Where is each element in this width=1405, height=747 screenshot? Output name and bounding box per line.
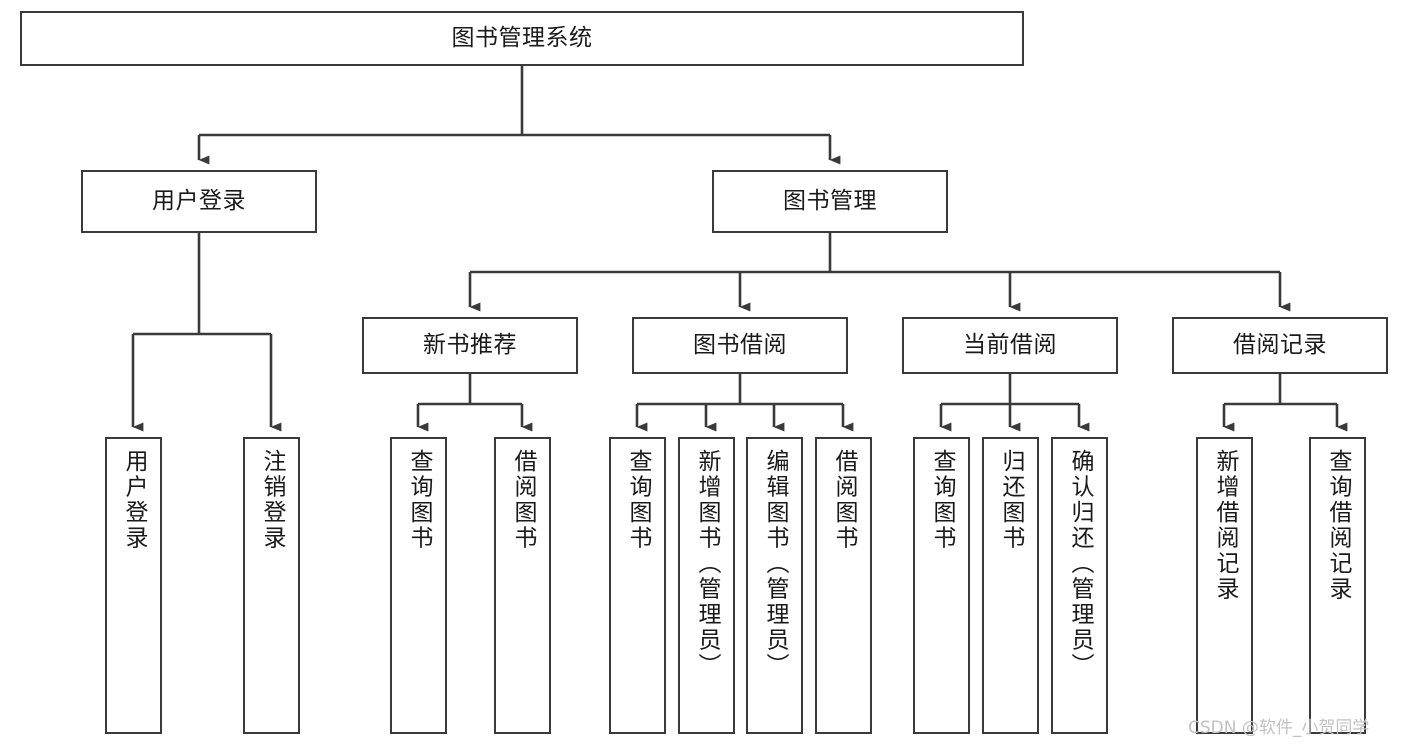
node-root-label: 图书管理系统	[451, 25, 593, 52]
node-leaf-query-book-1[interactable]: 查询图书	[390, 437, 447, 734]
node-leaf-return-book-label: 归还图书	[998, 449, 1024, 551]
node-book-management[interactable]: 图书管理	[712, 170, 948, 233]
node-leaf-return-book[interactable]: 归还图书	[982, 437, 1039, 734]
node-leaf-add-book[interactable]: 新增图书（管理员）	[678, 437, 735, 734]
node-book-borrow-label: 图书借阅	[693, 332, 787, 359]
node-leaf-logout-login-label: 注销登录	[259, 449, 285, 551]
node-leaf-borrow-book-2[interactable]: 借阅图书	[815, 437, 872, 734]
csdn-watermark: CSDN @软件_小贺同学	[1188, 718, 1370, 738]
node-borrow-record[interactable]: 借阅记录	[1172, 317, 1388, 374]
node-leaf-query-book-2[interactable]: 查询图书	[609, 437, 666, 734]
node-leaf-query-record-label: 查询借阅记录	[1325, 449, 1351, 602]
node-book-borrow[interactable]: 图书借阅	[632, 317, 848, 374]
node-leaf-add-book-label: 新增图书（管理员）	[694, 449, 720, 679]
node-current-borrow[interactable]: 当前借阅	[902, 317, 1118, 374]
node-leaf-edit-book-label: 编辑图书（管理员）	[762, 449, 788, 679]
node-book-management-label: 图书管理	[783, 188, 877, 215]
node-current-borrow-label: 当前借阅	[963, 332, 1057, 359]
node-leaf-edit-book[interactable]: 编辑图书（管理员）	[746, 437, 803, 734]
node-new-book-recommend-label: 新书推荐	[423, 332, 517, 359]
node-leaf-user-login[interactable]: 用户登录	[105, 437, 162, 734]
node-leaf-query-book-3[interactable]: 查询图书	[913, 437, 970, 734]
node-new-book-recommend[interactable]: 新书推荐	[362, 317, 578, 374]
node-leaf-logout-login[interactable]: 注销登录	[243, 437, 300, 734]
node-user-login[interactable]: 用户登录	[81, 170, 317, 233]
node-user-login-label: 用户登录	[152, 188, 246, 215]
node-leaf-borrow-book-2-label: 借阅图书	[831, 449, 857, 551]
node-leaf-query-book-1-label: 查询图书	[406, 449, 432, 551]
node-leaf-borrow-book-1-label: 借阅图书	[510, 449, 536, 551]
node-leaf-confirm-return-label: 确认归还（管理员）	[1067, 449, 1093, 679]
node-root[interactable]: 图书管理系统	[20, 11, 1024, 66]
node-borrow-record-label: 借阅记录	[1233, 332, 1327, 359]
node-leaf-add-record-label: 新增借阅记录	[1212, 449, 1238, 602]
node-leaf-borrow-book-1[interactable]: 借阅图书	[494, 437, 551, 734]
node-leaf-user-login-label: 用户登录	[121, 449, 147, 551]
node-leaf-add-record[interactable]: 新增借阅记录	[1196, 437, 1253, 734]
node-leaf-confirm-return[interactable]: 确认归还（管理员）	[1051, 437, 1108, 734]
node-leaf-query-book-3-label: 查询图书	[929, 449, 955, 551]
node-leaf-query-record[interactable]: 查询借阅记录	[1309, 437, 1366, 734]
node-leaf-query-book-2-label: 查询图书	[625, 449, 651, 551]
